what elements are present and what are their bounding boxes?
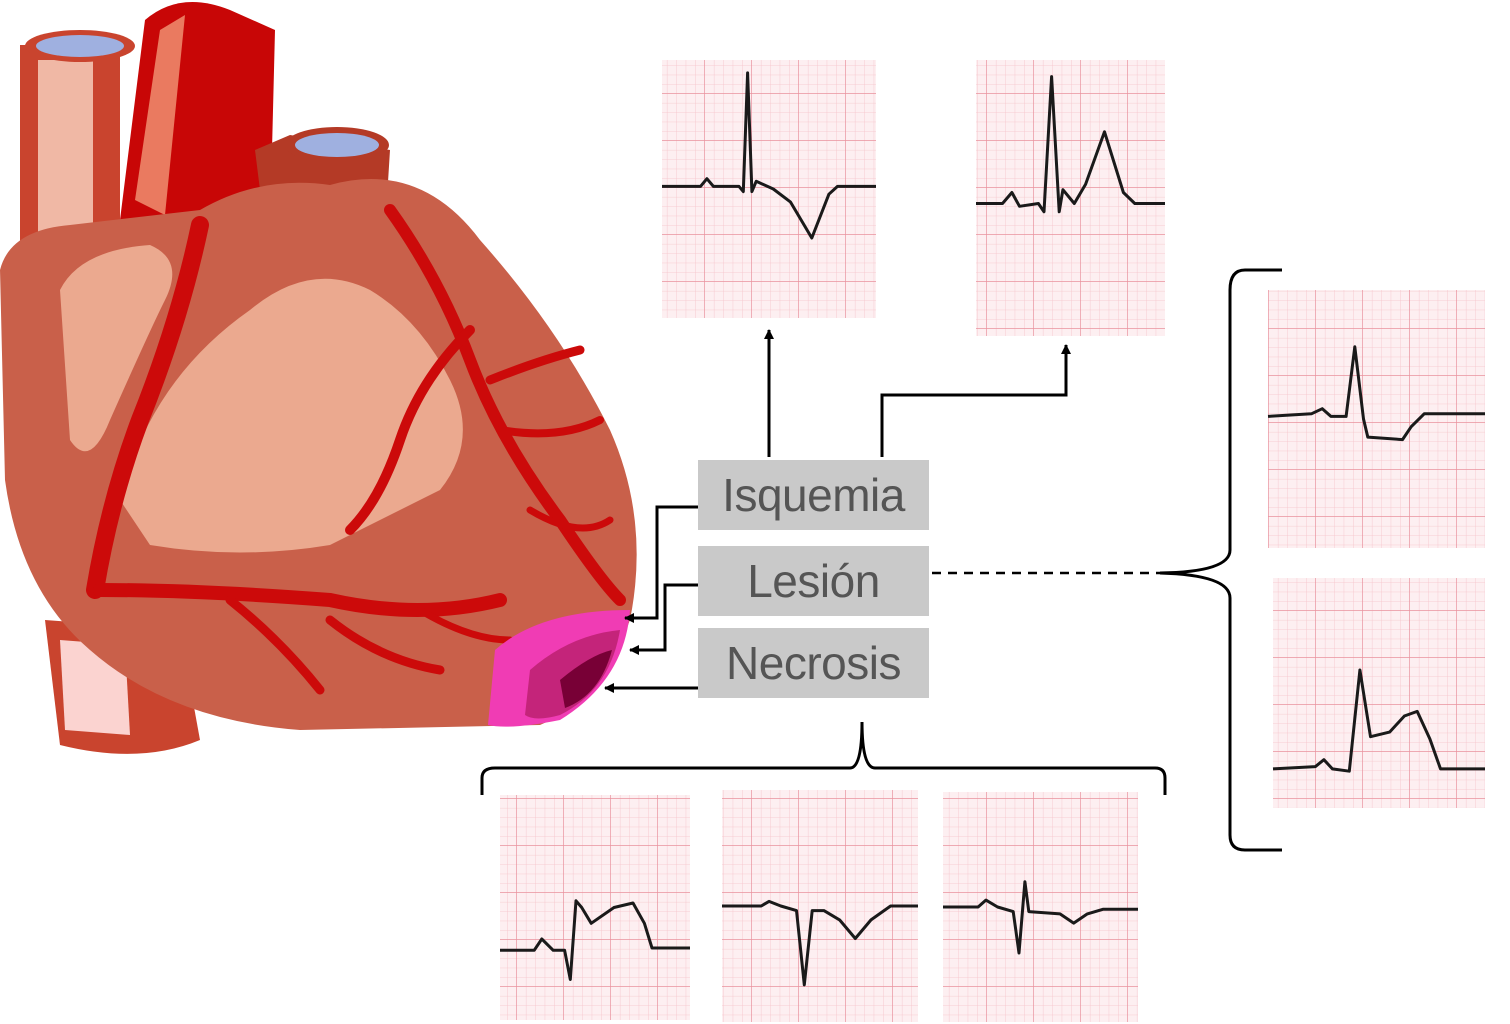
coronary-arteries	[86, 204, 626, 695]
ecg-grid	[1268, 290, 1485, 548]
ecg-panel-injury-st-elevation	[1272, 578, 1485, 808]
arrow-ischemia-to-heart	[624, 505, 698, 623]
injury-label: Lesión	[698, 546, 929, 616]
arrow-injury-to-heart	[629, 583, 698, 655]
necrosis-label: Necrosis	[698, 628, 929, 698]
ecg-waveform-q-inverted-t	[722, 899, 918, 987]
ecg-grid	[1273, 578, 1485, 808]
connectors	[480, 268, 1282, 852]
aorta	[120, 2, 275, 230]
ecg-panel-ischemia-peaked-t	[976, 60, 1165, 336]
injury-bracket	[1159, 268, 1282, 852]
right-atrium-highlight	[60, 245, 173, 452]
ecg-panel-necrosis-q-small-t	[943, 792, 1138, 1022]
ecg-waveform-st-elevation	[1272, 668, 1485, 773]
superior-vena-cava	[20, 30, 135, 255]
ecg-grid	[500, 795, 690, 1020]
ecg-waveform-q-small-t	[943, 880, 1138, 955]
ecg-waveform-inverted-t	[662, 71, 876, 240]
necrosis-bracket	[480, 721, 1167, 795]
ecg-panel-injury-st-depression	[1267, 290, 1485, 548]
ecg-panel-necrosis-q-inverted-t	[722, 790, 918, 1022]
ecg-waveform-st-depression	[1267, 345, 1485, 442]
ecg-waveform-peaked-t	[976, 75, 1165, 214]
ecg-panel-necrosis-q-st-elevation	[500, 795, 690, 1020]
ecg-panels	[500, 60, 1485, 1022]
ischemia-label: Isquemia	[698, 460, 929, 530]
heart-illustration	[0, 2, 637, 754]
ecg-panel-ischemia-inverted-t	[662, 60, 876, 318]
ecg-grid	[662, 60, 876, 318]
infarct-zone	[488, 610, 630, 727]
ecg-waveform-q-st-elevation	[500, 899, 690, 981]
arrow-to-peaked-t	[880, 344, 1071, 457]
necrosis-zone	[560, 650, 612, 708]
